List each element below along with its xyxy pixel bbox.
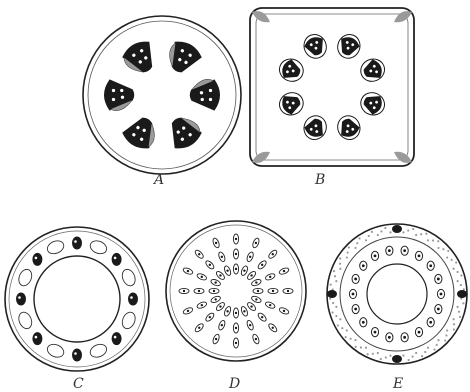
knob [72,237,82,250]
lobe [120,38,161,79]
lobe [276,89,307,119]
knob [457,290,467,298]
lobe [163,37,204,78]
lobe [120,112,161,153]
lobe [334,31,364,62]
oval [16,310,34,330]
figure-c-diagram [5,227,149,371]
lobe [334,112,364,143]
lobe [105,80,134,111]
figure-b-label: B [315,172,325,188]
lobe [163,112,204,153]
knob [16,293,26,306]
knob [392,355,402,363]
oval [88,342,108,360]
lobe [300,31,330,62]
knob [112,253,122,266]
oval [45,238,65,256]
figure-d-diagram [166,221,306,361]
oval [120,267,138,287]
oval [88,238,108,256]
figure-c-label: C [73,376,84,392]
lobe [190,79,219,110]
figure-e-label: E [393,376,403,392]
figure-a-label: A [154,172,164,188]
lobe [300,112,330,143]
figure-d-label: D [229,376,240,392]
knob [112,332,122,345]
knob [327,290,337,298]
knob [128,293,138,306]
oval [120,310,138,330]
knob [72,349,82,362]
figure-e-diagram [327,224,467,364]
lobe [276,55,307,85]
lobe [357,55,388,85]
oval [16,267,34,287]
lobe [357,89,388,119]
knob [32,332,42,345]
figure-b-diagram [250,8,414,166]
knob [32,253,42,266]
knob [392,225,402,233]
figure-a-diagram [83,16,241,174]
oval [45,342,65,360]
